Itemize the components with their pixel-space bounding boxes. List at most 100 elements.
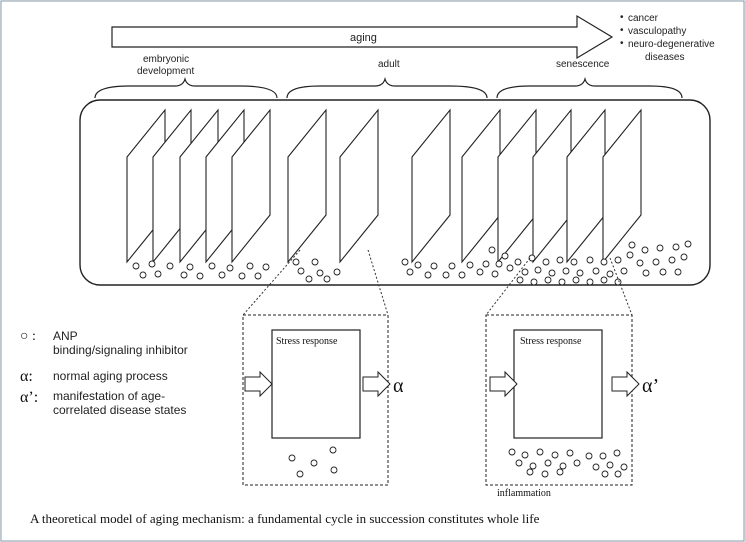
- anp-circle: [542, 258, 550, 266]
- anp-circle: [476, 268, 484, 276]
- anp-circle: [288, 454, 296, 462]
- anp-circle: [620, 463, 628, 471]
- anp-circle: [238, 272, 246, 280]
- anp-circle: [521, 268, 529, 276]
- anp-circle: [246, 262, 254, 270]
- legend-anp-title: ANP: [53, 329, 78, 343]
- anp-circle: [196, 272, 204, 280]
- anp-circle: [544, 459, 552, 467]
- anp-circle: [180, 271, 188, 279]
- legend-anp-symbol: ○ :: [20, 329, 36, 344]
- stage-embryonic-label-1: embryonic: [143, 54, 189, 65]
- output-alpha-prime-right: α’: [642, 375, 659, 397]
- anp-circle: [526, 468, 534, 476]
- anp-circle: [401, 258, 409, 266]
- anp-circle: [148, 260, 156, 268]
- anp-circle: [536, 448, 544, 456]
- stage-senescence-label: senescence: [556, 59, 610, 70]
- zoom-line-left-a: [242, 249, 301, 316]
- stress-label-right: Stress response: [520, 336, 582, 347]
- anp-circle: [495, 260, 503, 268]
- cycle-panel: [287, 108, 327, 264]
- aging-label: aging: [350, 32, 377, 44]
- anp-circle: [316, 269, 324, 277]
- anp-circle: [186, 263, 194, 271]
- anp-circles-left: [288, 446, 338, 478]
- anp-circle: [305, 275, 313, 283]
- zoom-panel-left: [242, 314, 389, 486]
- anp-circle: [684, 240, 692, 248]
- outcome-neurodegenerative: neuro-degenerative: [628, 39, 715, 50]
- anp-circle: [218, 271, 226, 279]
- anp-circle: [297, 267, 305, 275]
- anp-circle: [448, 262, 456, 270]
- anp-circle: [668, 256, 676, 264]
- anp-circle: [466, 261, 474, 269]
- anp-circle: [528, 254, 536, 262]
- anp-circle: [330, 466, 338, 474]
- outcomes-list: • cancer • vasculopathy • neuro-degenera…: [620, 12, 715, 63]
- anp-circle: [521, 451, 529, 459]
- anp-circle: [516, 276, 524, 284]
- anp-circle: [626, 251, 634, 259]
- anp-circle: [292, 258, 300, 266]
- cycle-panel: [231, 108, 271, 264]
- anp-circle: [424, 271, 432, 279]
- anp-circle: [613, 449, 621, 457]
- anp-circle: [406, 268, 414, 276]
- stress-label-left: Stress response: [276, 336, 338, 347]
- anp-circle: [329, 446, 337, 454]
- anp-circle: [614, 256, 622, 264]
- anp-circle: [558, 278, 566, 286]
- anp-circle: [166, 262, 174, 270]
- anp-circle: [566, 449, 574, 457]
- anp-circle: [501, 252, 509, 260]
- anp-circle: [310, 459, 318, 467]
- anp-circle: [576, 269, 584, 277]
- legend-alpha-prime-symbol: α’:: [20, 389, 38, 406]
- inflammation-label: inflammation: [497, 488, 551, 499]
- anp-circle: [488, 246, 496, 254]
- anp-circle: [482, 260, 490, 268]
- outcome-cancer: cancer: [628, 13, 659, 24]
- anp-circle: [254, 272, 262, 280]
- legend-alpha-prime-desc-1: manifestation of age-: [53, 389, 165, 403]
- anp-circle: [586, 278, 594, 286]
- anp-circle: [296, 470, 304, 478]
- cycle-panels: [126, 108, 642, 264]
- anp-circle: [491, 270, 499, 278]
- anp-circle: [311, 258, 319, 266]
- anp-circle: [506, 264, 514, 272]
- input-arrow-right: [489, 370, 518, 398]
- anp-circle: [585, 452, 593, 460]
- anp-circle: [548, 269, 556, 277]
- anp-circle: [530, 278, 538, 286]
- anp-circle: [414, 261, 422, 269]
- anp-circle: [656, 244, 664, 252]
- anp-circle: [442, 271, 450, 279]
- anp-circles-right: [508, 448, 628, 478]
- anp-circle: [556, 468, 564, 476]
- anp-circle: [514, 258, 522, 266]
- stage-adult-label: adult: [378, 59, 400, 70]
- anp-circle: [515, 459, 523, 467]
- anp-circle: [680, 253, 688, 261]
- anp-circle: [652, 258, 660, 266]
- svg-text:•: •: [620, 25, 624, 36]
- input-arrow-left: [244, 370, 273, 398]
- anp-circle: [154, 270, 162, 278]
- cycle-panel: [602, 108, 642, 264]
- anp-circle: [544, 276, 552, 284]
- zoom-line-left-b: [367, 249, 389, 316]
- legend-alpha-symbol: α:: [20, 368, 33, 385]
- anp-circle: [541, 470, 549, 478]
- anp-circle: [674, 268, 682, 276]
- output-arrow-right: [611, 370, 640, 398]
- svg-text:•: •: [620, 38, 624, 49]
- brace-senescence: [496, 76, 683, 99]
- outcome-vasculopathy: vasculopathy: [628, 26, 686, 37]
- output-arrow-left: [362, 370, 391, 398]
- anp-circle: [636, 259, 644, 267]
